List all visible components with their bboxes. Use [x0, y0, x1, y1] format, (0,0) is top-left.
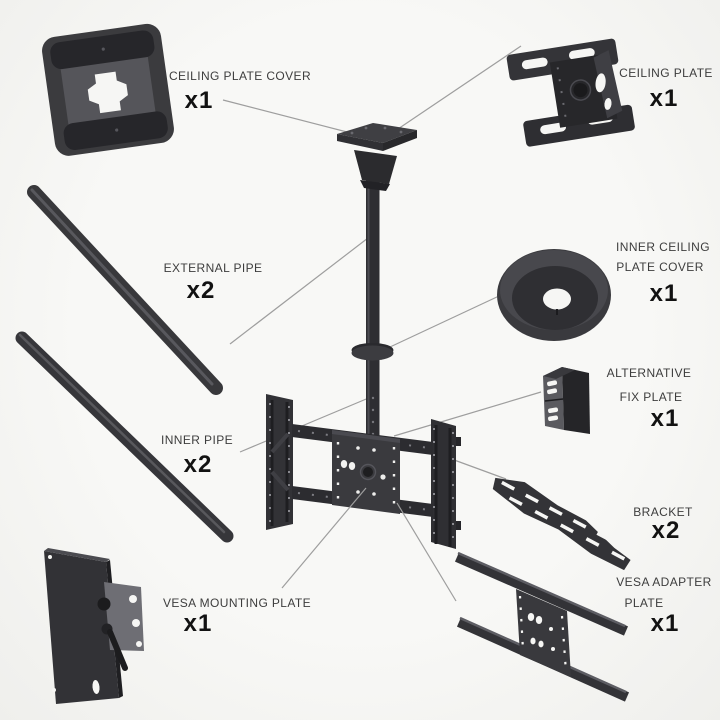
part-ceiling-plate-cover [42, 23, 174, 156]
leader-lines-front [281, 487, 457, 602]
label-ceiling-plate-cover: CEILING PLATE COVER [168, 69, 312, 83]
label-inner-ceiling-plate-cover-1: INNER CEILING [616, 240, 710, 254]
leader-ceiling-plate [391, 45, 522, 134]
qty-alternative-fix-plate: x1 [650, 405, 680, 432]
part-vesa-mounting-plate [44, 548, 144, 704]
label-alternative-fix-plate-1: ALTERNATIVE [606, 366, 692, 380]
leader-lines-back [222, 45, 542, 480]
part-inner-pipe [15, 331, 234, 543]
qty-vesa-mounting-plate: x1 [183, 610, 213, 637]
leader-inner-ceiling-plate-cover [389, 295, 500, 348]
qty-inner-ceiling-plate-cover: x1 [649, 280, 679, 307]
part-external-pipe [27, 185, 223, 395]
qty-vesa-adapter-plate: x1 [650, 610, 680, 637]
label-vesa-mounting-plate: VESA MOUNTING PLATE [162, 596, 312, 610]
label-inner-pipe: INNER PIPE [160, 433, 234, 447]
leader-external-pipe [229, 237, 369, 345]
assembly-ceiling-mount [266, 123, 461, 549]
part-vesa-adapter-plate [454, 551, 630, 702]
qty-inner-pipe: x2 [183, 451, 213, 478]
label-vesa-adapter-plate-1: VESA ADAPTER [616, 575, 712, 589]
label-external-pipe: EXTERNAL PIPE [163, 261, 263, 275]
qty-bracket: x2 [651, 517, 681, 544]
qty-external-pipe: x2 [186, 277, 216, 304]
part-ceiling-plate [506, 38, 635, 147]
label-inner-ceiling-plate-cover-2: PLATE COVER [616, 260, 704, 274]
leader-inner-pipe [239, 396, 372, 453]
leader-ceiling-plate-cover [222, 99, 348, 133]
leader-vesa-mounting-plate [281, 487, 367, 589]
label-bracket: BRACKET [633, 505, 693, 519]
label-alternative-fix-plate-2: FIX PLATE [619, 390, 683, 404]
leader-alternative-fix-plate [393, 391, 542, 437]
qty-ceiling-plate-cover: x1 [184, 87, 214, 114]
leader-vesa-adapter-plate [396, 502, 457, 602]
part-alternative-fix-plate [543, 367, 590, 434]
part-bracket [492, 477, 631, 571]
label-ceiling-plate: CEILING PLATE [619, 66, 713, 80]
label-vesa-adapter-plate-2: PLATE [624, 596, 664, 610]
part-inner-ceiling-plate-cover [497, 249, 611, 341]
qty-ceiling-plate: x1 [649, 85, 679, 112]
